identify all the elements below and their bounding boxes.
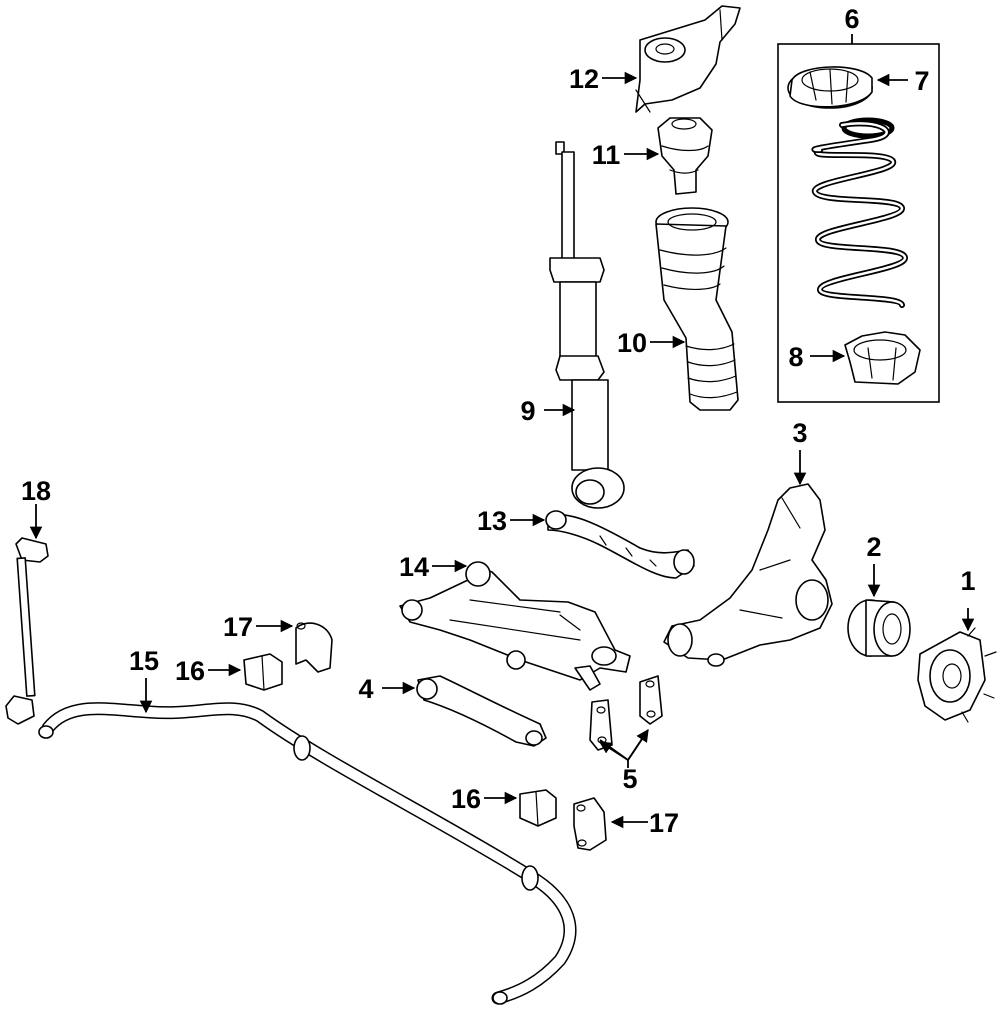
lower-control-arm	[399, 561, 631, 691]
callout-15: 15	[129, 646, 159, 676]
callout-3: 3	[792, 418, 807, 448]
wheel-hub	[917, 627, 997, 723]
callout-9: 9	[520, 396, 535, 426]
callout-1: 1	[960, 566, 975, 596]
callout-10: 10	[617, 328, 647, 358]
bushing-lower	[519, 789, 557, 827]
callout-13: 13	[477, 506, 507, 536]
shock-absorber	[549, 141, 625, 509]
callout-6: 6	[844, 4, 859, 34]
stabilizer-bar	[38, 702, 577, 1005]
callout-17-upper: 17	[223, 612, 253, 642]
callout-16-lower: 16	[451, 784, 481, 814]
callout-16-upper: 16	[175, 656, 205, 686]
dust-boot	[655, 207, 739, 411]
callout-2: 2	[866, 532, 881, 562]
callout-12: 12	[569, 64, 599, 94]
stabilizer-link	[5, 537, 49, 725]
lower-spring-seat	[844, 331, 921, 385]
upper-strut-mount	[635, 5, 741, 113]
callout-17-lower: 17	[649, 808, 679, 838]
wheel-bearing	[847, 599, 911, 657]
stabilizer-brackets	[589, 675, 663, 751]
bushing-bracket-lower	[573, 797, 607, 851]
upper-spring-insulator	[787, 66, 873, 109]
bushing-upper	[243, 653, 283, 691]
callout-14: 14	[399, 552, 429, 582]
upper-control-arm	[545, 510, 695, 579]
leader-lines	[29, 34, 975, 829]
callout-5: 5	[622, 764, 637, 794]
callout-4: 4	[358, 674, 373, 704]
bump-stop	[657, 117, 713, 195]
callout-7: 7	[914, 66, 929, 96]
knuckle	[663, 483, 833, 667]
callout-18: 18	[21, 476, 51, 506]
bushing-bracket-upper	[295, 622, 333, 673]
callout-11: 11	[592, 140, 621, 170]
trailing-link	[416, 675, 547, 747]
callout-8: 8	[788, 342, 803, 372]
spring-kit-box	[777, 43, 940, 403]
coil-spring	[811, 117, 909, 308]
